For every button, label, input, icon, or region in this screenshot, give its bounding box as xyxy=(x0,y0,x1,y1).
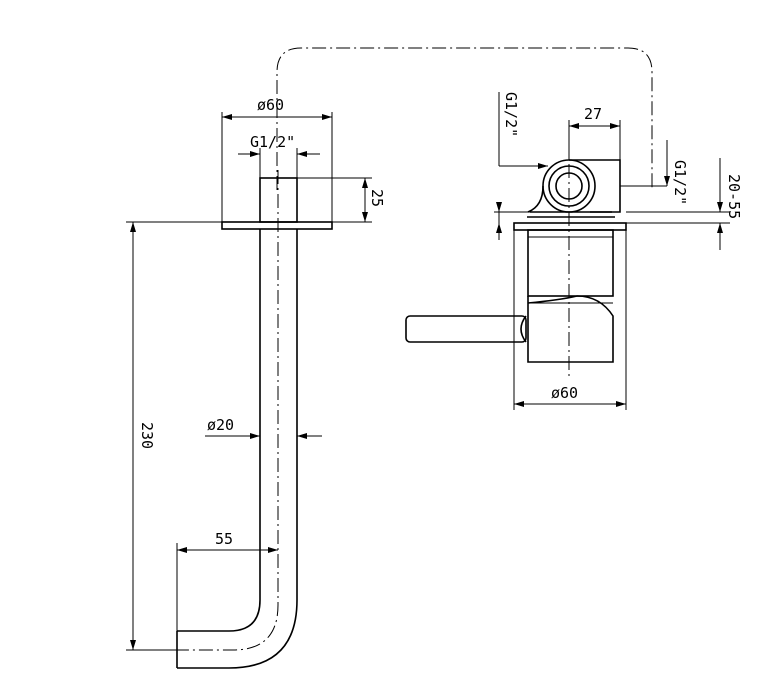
valve-view: G1/2" 27 G1/2" 20-55 ø60 xyxy=(405,92,743,410)
spout-thread-depth-label: 25 xyxy=(368,189,386,207)
valve-lever xyxy=(405,315,527,343)
spout-tube-inner xyxy=(177,229,261,632)
valve-outlet-offset-label: 27 xyxy=(584,105,602,123)
spout-flange xyxy=(221,221,333,230)
spout-centerline xyxy=(168,170,279,651)
spout-view: ø60 G1/2" 25 230 ø20 55 xyxy=(126,96,386,669)
valve-diameter-label: ø60 xyxy=(551,384,578,402)
spout-projection-label: 55 xyxy=(215,530,233,548)
spout-tube-diameter-label: ø20 xyxy=(207,416,234,434)
valve-depth-range-label: 20-55 xyxy=(725,174,743,219)
spout-length-label: 230 xyxy=(138,422,156,449)
spout-tube-outer xyxy=(177,229,298,669)
valve-flange xyxy=(513,222,627,231)
spout-thread-label: G1/2" xyxy=(250,133,295,151)
connection-centerline xyxy=(276,47,653,190)
valve-thread-right-label: G1/2" xyxy=(671,160,689,205)
spout-flange-diameter-label: ø60 xyxy=(257,96,284,114)
valve-body xyxy=(527,229,614,297)
valve-thread-top-label: G1/2" xyxy=(502,92,520,137)
